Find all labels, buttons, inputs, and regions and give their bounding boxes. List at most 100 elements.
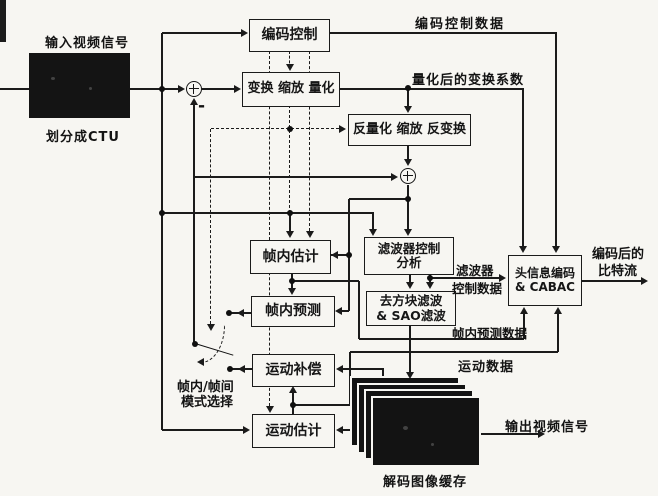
arrowhead [404, 229, 412, 236]
arrowhead [286, 231, 294, 238]
line-video-branch [162, 212, 374, 214]
motion-estimation-label: 运动估计 [265, 422, 322, 439]
line-quantized-coeffs-down [522, 88, 524, 246]
output-signal-label: 输出视频信号 [505, 420, 590, 435]
intra-prediction-box: 帧内预测 [251, 296, 335, 327]
inverse-transform-label: 反量化 缩放 反变换 [352, 121, 467, 137]
image-noise-speck [403, 426, 408, 430]
coder-control-data-label: 编码控制数据 [415, 17, 506, 32]
line-to-coder-control [162, 32, 241, 34]
bitstream-label-line2: 比特流 [598, 264, 638, 279]
arrowhead [207, 324, 215, 331]
switch-inter-contact-dot [227, 366, 233, 372]
arrowhead [336, 365, 343, 373]
line-recon-to-intra-est [331, 254, 349, 256]
image-noise-speck [51, 77, 55, 80]
line-recon-to-intra-pred [342, 310, 349, 312]
minus-sign: - [198, 96, 206, 116]
junction-dot [427, 275, 433, 281]
arrowhead [406, 372, 414, 379]
junction-dot [346, 252, 352, 258]
dashed-mode-select-line [210, 129, 212, 324]
line-motion-branch [293, 404, 350, 406]
line-prediction-feedback [193, 105, 195, 345]
inverse-transform-box: 反量化 缩放 反变换 [348, 114, 471, 146]
line-bitstream-out [580, 280, 641, 282]
line-invquant-to-adder [407, 144, 409, 159]
intra-estimation-label: 帧内估计 [262, 248, 319, 265]
line-video-to-intra-est [289, 213, 291, 232]
arrowhead [331, 251, 338, 259]
header-coding-cabac-box: 头信息编码 & CABAC [508, 255, 582, 306]
line-intra-pred-data-up [523, 314, 525, 339]
coder-control-label: 编码控制 [261, 27, 318, 44]
split-ctu-label: 划分成CTU [46, 130, 120, 145]
junction-dot [287, 210, 293, 216]
arrowhead [286, 64, 294, 71]
arrowhead [288, 288, 296, 295]
scan-artifact [0, 0, 6, 42]
junction-dot [159, 210, 165, 216]
mode-select-label-line1: 帧内/帧间 [177, 380, 234, 395]
motion-compensation-label: 运动补偿 [265, 362, 322, 379]
mode-select-label-line2: 模式选择 [181, 395, 234, 410]
header-coding-line2: & CABAC [515, 279, 575, 294]
line-intra-pred-data [359, 338, 524, 340]
arrowhead [520, 307, 528, 314]
line-video-to-filter-analysis [372, 213, 374, 229]
junction-dot [405, 196, 411, 202]
junction-dot [290, 402, 296, 408]
arrowhead [289, 386, 297, 393]
plus-icon [192, 83, 195, 94]
filter-data-label-line1: 滤波器 [456, 263, 494, 278]
subtractor-junction [185, 80, 202, 97]
filter-data-label-line2: 控制数据 [452, 281, 503, 296]
quantized-coeffs-label: 量化后的变换系数 [412, 73, 525, 88]
arrowhead [190, 98, 198, 105]
line-input-branch-vertical [161, 33, 163, 430]
line-intra-data-branch [292, 280, 359, 282]
deblocking-line2: & SAO滤波 [376, 307, 446, 323]
intra-pred-data-label: 帧内预测数据 [452, 326, 528, 341]
arrowhead [243, 426, 250, 434]
line-video-to-me [162, 429, 243, 431]
arrowhead [369, 229, 377, 236]
dpb-label: 解码图像缓存 [383, 475, 468, 490]
line-coder-control-data [328, 32, 557, 34]
deblocking-sao-box: 去方块滤波 & SAO滤波 [366, 291, 456, 326]
switch-pole-dot [192, 341, 198, 347]
intra-estimation-box: 帧内估计 [250, 240, 331, 274]
arrowhead [404, 106, 412, 113]
arrowhead [519, 246, 527, 253]
arrowhead [306, 231, 314, 238]
junction-dot [287, 126, 293, 132]
transform-box: 变换 缩放 量化 [242, 72, 340, 107]
junction-dot [159, 86, 165, 92]
deblocking-line1: 去方块滤波 [379, 293, 443, 309]
intra-prediction-label: 帧内预测 [265, 303, 321, 320]
dashed-control-line-mid-upper [289, 51, 291, 68]
header-coding-line1: 头信息编码 [514, 265, 575, 280]
arrowhead [339, 125, 346, 133]
line-output-video [479, 433, 538, 435]
arrowhead [336, 426, 343, 434]
arrowhead [641, 277, 648, 285]
arrowhead [241, 29, 248, 37]
line-filter-control-data [430, 277, 499, 279]
arrowhead [234, 85, 241, 93]
dashed-control-line-right [309, 51, 311, 231]
line-quantized-coeffs [338, 88, 524, 90]
motion-data-label: 运动数据 [458, 360, 515, 375]
dashed-control-line-left [269, 51, 271, 411]
switch-intra-contact-dot [226, 310, 232, 316]
line-motion-data-up [557, 314, 559, 352]
adder-junction [399, 167, 416, 184]
arrowhead [238, 365, 245, 373]
line-coder-control-data-down [555, 33, 557, 246]
line-dpb-to-mc-vert [382, 369, 384, 383]
junction-dot [405, 85, 411, 91]
arrowhead [266, 406, 274, 413]
input-video-thumbnail [29, 53, 130, 118]
arrowhead [391, 173, 398, 181]
